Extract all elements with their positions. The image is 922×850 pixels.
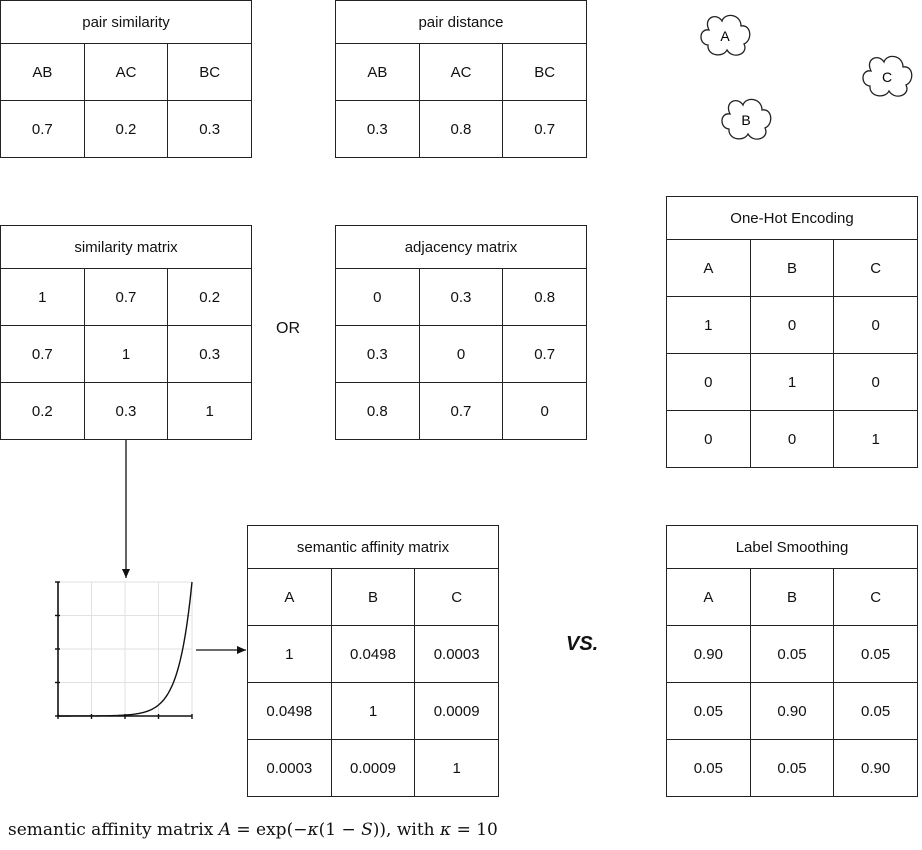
- cloud-c: C: [862, 55, 913, 97]
- similarity-matrix-title: similarity matrix: [0, 225, 252, 269]
- exp-curve-line: [58, 581, 193, 717]
- similarity-matrix-cell: 1: [0, 268, 85, 326]
- formula-end: )), with: [372, 820, 441, 840]
- formula-kappa-2: κ: [440, 820, 452, 840]
- similarity-matrix-cell: 1: [167, 382, 252, 440]
- adjacency-matrix-cell: 0.8: [335, 382, 420, 440]
- formula-kappa: κ: [307, 820, 319, 840]
- pair-similarity-value: 0.3: [167, 100, 252, 158]
- one-hot-cell: 0: [833, 353, 918, 411]
- one-hot-encoding-title: One-Hot Encoding: [666, 196, 918, 240]
- cloud-b: B: [721, 98, 772, 140]
- formula-mid: (1 −: [318, 820, 362, 840]
- adjacency-matrix-cell: 0.8: [502, 268, 587, 326]
- semantic-affinity-cell: 0.0498: [247, 682, 332, 740]
- semantic-affinity-cell: 0.0003: [247, 739, 332, 797]
- semantic-affinity-matrix-table: semantic affinity matrix A B C 1 0.0498 …: [247, 525, 499, 797]
- semantic-affinity-header: B: [330, 568, 416, 626]
- label-smoothing-cell: 0.05: [666, 739, 751, 797]
- label-smoothing-cell: 0.05: [666, 682, 751, 740]
- vs-label: VS.: [566, 633, 599, 655]
- one-hot-encoding-table: One-Hot Encoding A B C 1 0 0 0 1 0 0 0 1: [666, 196, 918, 468]
- semantic-affinity-cell: 0.0498: [330, 625, 416, 683]
- adjacency-matrix-table: adjacency matrix 0 0.3 0.8 0.3 0 0.7 0.8…: [335, 225, 587, 440]
- exp-curve-plot: [55, 581, 193, 719]
- one-hot-cell: 0: [833, 296, 918, 354]
- formula-caption: semantic affinity matrix A = exp(−κ(1 − …: [8, 820, 498, 840]
- one-hot-cell: 0: [666, 410, 751, 468]
- formula-var-a: A: [218, 820, 231, 840]
- cloud-c-label: C: [882, 69, 892, 85]
- label-smoothing-table: Label Smoothing A B C 0.90 0.05 0.05 0.0…: [666, 525, 918, 797]
- pair-distance-title: pair distance: [335, 0, 587, 44]
- label-smoothing-cell: 0.05: [833, 625, 918, 683]
- semantic-affinity-cell: 1: [247, 625, 332, 683]
- one-hot-cell: 1: [833, 410, 918, 468]
- pair-distance-header: BC: [502, 43, 587, 101]
- label-smoothing-cell: 0.90: [666, 625, 751, 683]
- one-hot-header: C: [833, 239, 918, 297]
- label-smoothing-cell: 0.90: [833, 739, 918, 797]
- adjacency-matrix-cell: 0.7: [502, 325, 587, 383]
- formula-eq: = exp(−: [230, 820, 308, 840]
- semantic-affinity-cell: 1: [330, 682, 416, 740]
- label-smoothing-header: C: [833, 568, 918, 626]
- cloud-b-label: B: [741, 112, 750, 128]
- formula-prefix: semantic affinity matrix: [8, 820, 219, 840]
- cloud-a: A: [700, 14, 751, 56]
- label-smoothing-cell: 0.05: [749, 739, 835, 797]
- label-smoothing-title: Label Smoothing: [666, 525, 918, 569]
- similarity-matrix-cell: 0.3: [83, 382, 169, 440]
- similarity-matrix-cell: 0.7: [0, 325, 85, 383]
- semantic-affinity-cell: 0.0009: [330, 739, 416, 797]
- pair-distance-header: AB: [335, 43, 420, 101]
- similarity-matrix-cell: 0.2: [167, 268, 252, 326]
- pair-similarity-title: pair similarity: [0, 0, 252, 44]
- similarity-matrix-cell: 0.3: [167, 325, 252, 383]
- label-smoothing-header: A: [666, 568, 751, 626]
- similarity-matrix-table: similarity matrix 1 0.7 0.2 0.7 1 0.3 0.…: [0, 225, 252, 440]
- one-hot-header: A: [666, 239, 751, 297]
- label-smoothing-cell: 0.05: [749, 625, 835, 683]
- adjacency-matrix-cell: 0.3: [335, 325, 420, 383]
- plot-grid: [58, 581, 193, 716]
- cloud-a-label: A: [720, 28, 730, 44]
- pair-distance-header: AC: [418, 43, 504, 101]
- adjacency-matrix-cell: 0: [502, 382, 587, 440]
- pair-similarity-table: pair similarity AB AC BC 0.7 0.2 0.3: [0, 0, 252, 158]
- one-hot-cell: 1: [749, 353, 835, 411]
- similarity-matrix-cell: 0.7: [83, 268, 169, 326]
- semantic-affinity-cell: 0.0009: [414, 682, 499, 740]
- formula-tail: = 10: [451, 820, 498, 840]
- one-hot-cell: 1: [666, 296, 751, 354]
- semantic-affinity-cell: 0.0003: [414, 625, 499, 683]
- formula-var-s: S: [361, 820, 373, 840]
- pair-similarity-header: AB: [0, 43, 85, 101]
- plot-ticks: [55, 581, 193, 719]
- or-label: OR: [276, 320, 300, 337]
- pair-distance-table: pair distance AB AC BC 0.3 0.8 0.7: [335, 0, 587, 158]
- pair-similarity-header: BC: [167, 43, 252, 101]
- semantic-affinity-header: A: [247, 568, 332, 626]
- similarity-matrix-cell: 0.2: [0, 382, 85, 440]
- pair-distance-value: 0.3: [335, 100, 420, 158]
- pair-distance-value: 0.7: [502, 100, 587, 158]
- semantic-affinity-cell: 1: [414, 739, 499, 797]
- similarity-matrix-cell: 1: [83, 325, 169, 383]
- one-hot-cell: 0: [749, 410, 835, 468]
